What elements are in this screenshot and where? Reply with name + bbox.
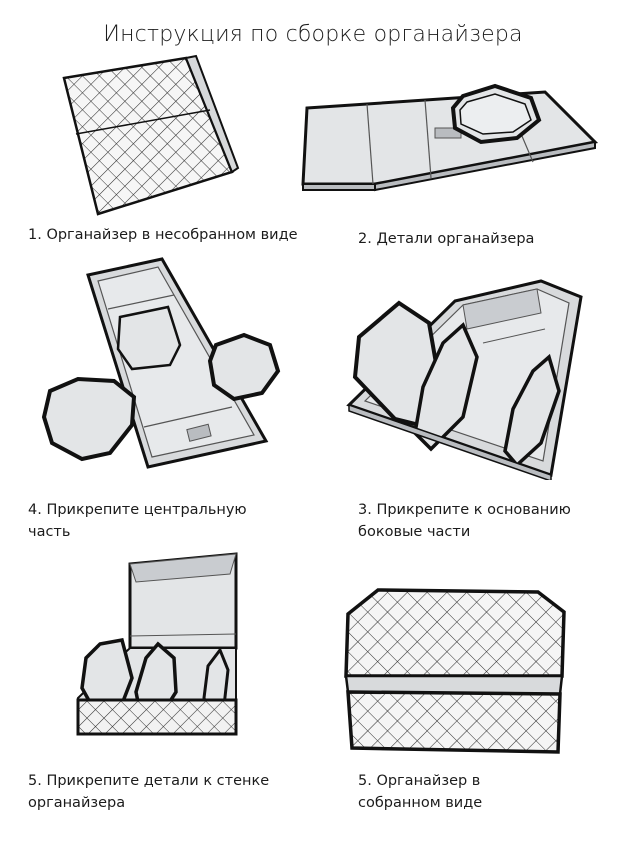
step-5a-illustration [70, 548, 250, 738]
step-2-illustration [295, 72, 605, 197]
step-2-caption: 2. Детали органайзера [358, 231, 535, 247]
step-5a-caption: 5. Прикрепите детали к стенке органайзер… [28, 773, 270, 811]
step-3-illustration [345, 265, 585, 480]
step-4-caption: 4. Прикрепите центральную часть [28, 502, 247, 540]
step-3-caption: 3. Прикрепите к основанию боковые части [358, 502, 571, 540]
page-title: Инструкция по сборке органайзера [103, 22, 523, 47]
step-4-illustration [38, 255, 298, 480]
step-1-caption: 1. Органайзер в несобранном виде [28, 227, 298, 243]
step-1-illustration [40, 50, 240, 220]
step-5b-illustration [338, 582, 578, 762]
step-5b-caption: 5. Органайзер в собранном виде [358, 773, 483, 811]
